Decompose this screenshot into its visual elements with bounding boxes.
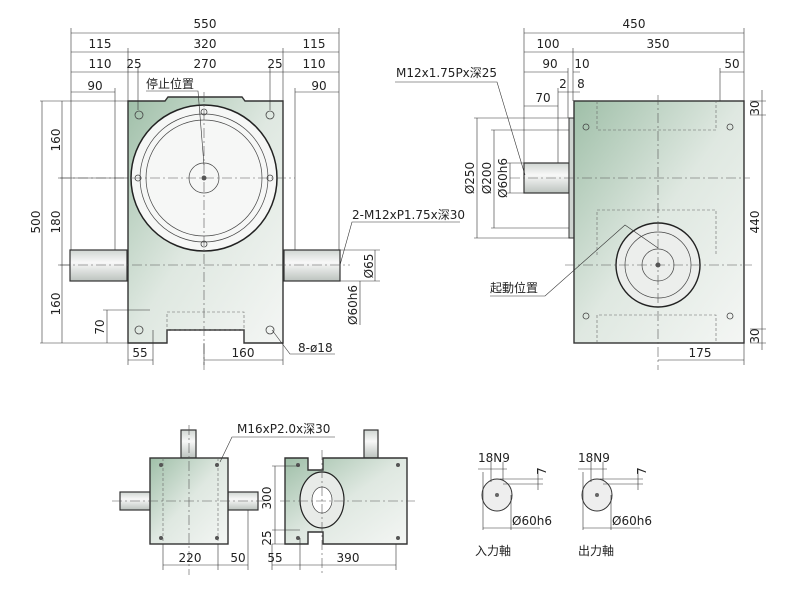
dim-100: 100 — [537, 37, 560, 51]
tap-callout-bottom: M16xP2.0x深30 — [237, 422, 330, 436]
dim-500: 500 — [29, 211, 43, 234]
shaft-detail-input: 18N9 7 Ø60h6 入力軸 — [475, 451, 552, 558]
input-keyway: 18N9 — [478, 451, 510, 465]
bottom-view-b: 300 25 55 390 — [260, 429, 415, 575]
dim-90-side: 90 — [542, 57, 557, 71]
dim-55-bottom: 55 — [267, 551, 282, 565]
output-shaft-dia: Ø60h6 — [612, 514, 652, 528]
dim-300: 300 — [260, 487, 274, 510]
side-view: 450 100 350 90 10 50 2 8 70 Ø250 Ø200 Ø6… — [395, 17, 766, 370]
input-shaft-dia: Ø60h6 — [512, 514, 552, 528]
dim-55: 55 — [132, 346, 147, 360]
dim-50-bottom: 50 — [230, 551, 245, 565]
dim-160-upper: 160 — [49, 129, 63, 152]
dim-390: 390 — [337, 551, 360, 565]
dim-180: 180 — [49, 211, 63, 234]
dim-dia-250: Ø250 — [463, 162, 477, 194]
dim-320: 320 — [194, 37, 217, 51]
stop-position-label: 停止位置 — [146, 76, 194, 91]
dim-440: 440 — [748, 211, 762, 234]
left-input-shaft — [69, 249, 128, 282]
dim-90-right: 90 — [311, 79, 326, 93]
dim-270: 270 — [194, 57, 217, 71]
dim-350: 350 — [647, 37, 670, 51]
dim-160-lower: 160 — [49, 293, 63, 316]
output-key-depth: 7 — [635, 467, 649, 475]
dim-160-bottom: 160 — [232, 346, 255, 360]
dim-50-side: 50 — [724, 57, 739, 71]
dim-90-left: 90 — [87, 79, 102, 93]
dim-115-right: 115 — [303, 37, 326, 51]
dim-25-left: 25 — [126, 57, 141, 71]
dim-110-left: 110 — [89, 57, 112, 71]
dim-10: 10 — [574, 57, 589, 71]
shaft-detail-output: 18N9 7 Ø60h6 出力軸 — [578, 451, 652, 558]
output-keyway: 18N9 — [578, 451, 610, 465]
dim-25-right: 25 — [267, 57, 282, 71]
dim-8: 8 — [577, 77, 585, 91]
tap-callout-front: 2-M12xP1.75x深30 — [352, 208, 465, 222]
bottom-view-a: 220 50 M16xP2.0x深30 — [112, 422, 335, 575]
dim-dia-65: Ø65 — [362, 254, 376, 279]
dim-dia-200: Ø200 — [480, 162, 494, 194]
front-view: 550 115 320 115 110 25 270 25 110 90 90 … — [29, 17, 465, 370]
dim-115-left: 115 — [89, 37, 112, 51]
output-shaft-title: 出力軸 — [578, 544, 614, 558]
dim-175: 175 — [689, 346, 712, 360]
dim-550: 550 — [194, 17, 217, 31]
dim-450: 450 — [623, 17, 646, 31]
right-input-shaft — [283, 249, 341, 282]
start-position-label: 起動位置 — [490, 280, 538, 295]
dim-70: 70 — [93, 319, 107, 334]
dim-25-bottom: 25 — [260, 530, 274, 545]
dim-30-top: 30 — [748, 100, 762, 115]
dim-30-bottom: 30 — [748, 328, 762, 343]
dim-shaft-dia: Ø60h6 — [346, 285, 360, 325]
tap-callout-side: M12x1.75Px深25 — [396, 66, 497, 80]
dim-dia-60-side: Ø60h6 — [496, 158, 510, 198]
dim-220: 220 — [179, 551, 202, 565]
holes-callout: 8-ø18 — [298, 341, 333, 355]
dim-2: 2 — [559, 77, 567, 91]
input-key-depth: 7 — [535, 467, 549, 475]
dim-110-right: 110 — [303, 57, 326, 71]
input-shaft-title: 入力軸 — [475, 544, 511, 558]
dim-70-side: 70 — [535, 91, 550, 105]
